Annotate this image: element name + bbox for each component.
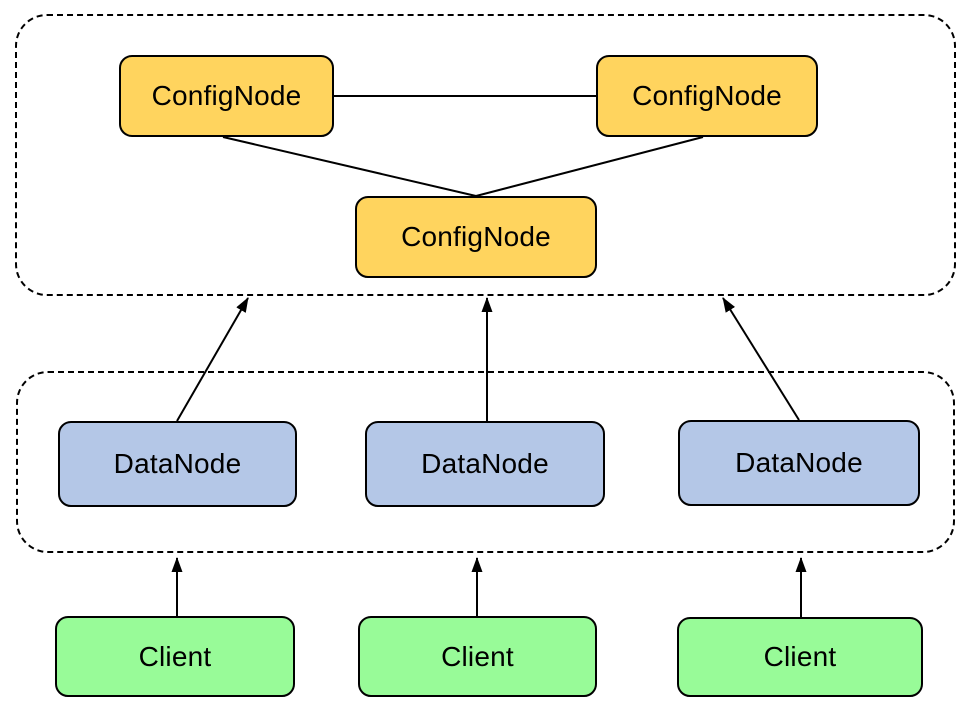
confignode-box-bottom-center: ConfigNode xyxy=(355,196,597,278)
datanode-box-middle: DataNode xyxy=(365,421,605,507)
datanode-label: DataNode xyxy=(735,447,863,478)
client-label: Client xyxy=(441,640,514,672)
confignode-box-top-left: ConfigNode xyxy=(119,55,334,137)
datanode-label: DataNode xyxy=(113,448,242,479)
confignode-box-top-right: ConfigNode xyxy=(596,55,818,137)
datanode-box-right: DataNode xyxy=(678,420,920,506)
confignode-label: ConfigNode xyxy=(401,221,551,252)
client-box-left: Client xyxy=(55,616,295,697)
confignode-label: ConfigNode xyxy=(151,80,302,111)
client-box-right: Client xyxy=(677,617,923,697)
client-label: Client xyxy=(138,640,212,672)
confignode-cluster-container xyxy=(15,14,956,296)
datanode-box-left: DataNode xyxy=(58,421,297,507)
confignode-label: ConfigNode xyxy=(632,80,782,111)
datanode-label: DataNode xyxy=(421,448,549,479)
client-label: Client xyxy=(763,641,837,672)
datanode-cluster-container xyxy=(16,371,955,553)
client-box-middle: Client xyxy=(358,616,597,697)
